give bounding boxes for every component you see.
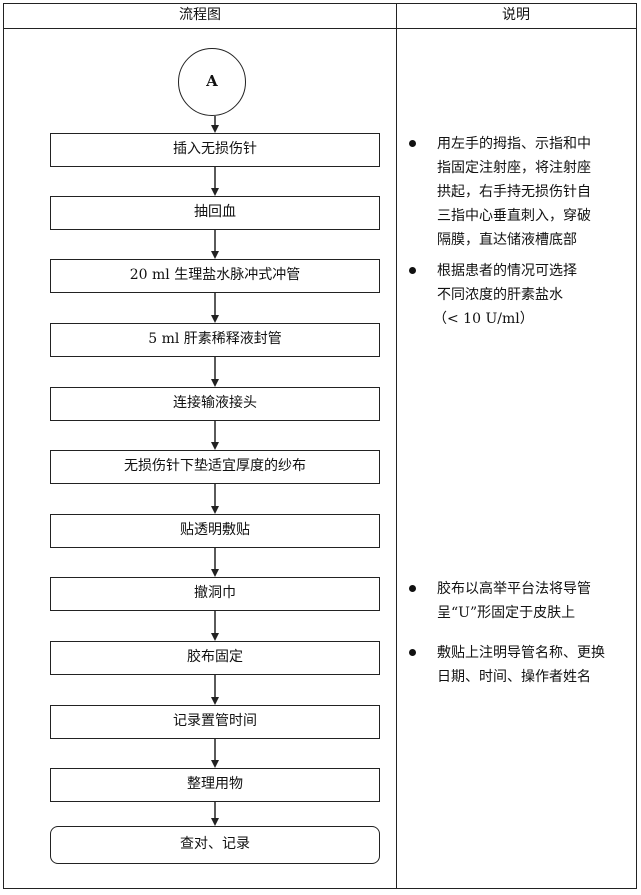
table-frame: 流程图 说明 A 插入无损伤针抽回血 20 ml 生理盐水脉冲式冲管 5 ml 肝素… [3,3,637,889]
flow-arrow [211,739,219,768]
note-line: （< 10 U/ml） [433,311,534,327]
flowchart-column-header: 流程图 [179,7,221,23]
bullet-icon [409,585,416,592]
bullet-icon [409,267,416,274]
flow-step-box: 整理用物 [50,768,380,802]
note-line: 日期、时间、操作者姓名 [437,669,591,685]
flow-arrow [211,548,219,577]
flow-arrow [211,802,219,826]
flow-step-box: 抽回血 [50,196,380,230]
note-line: 三指中心垂直刺入，穿破 [437,208,591,224]
arrow-head [211,569,219,577]
flow-step-label: 胶布固定 [187,649,243,665]
flow-step-box: 记录置管时间 [50,705,380,739]
flow-arrow [211,167,219,196]
table-header-row: 流程图 说明 [4,4,636,29]
arrow-head [211,188,219,196]
note-line: 隔膜，直达储液槽底部 [437,232,577,248]
flow-step-label: 无损伤针下垫适宜厚度的纱布 [124,458,306,474]
note-text: 胶布以高举平台法将导管呈“U”形固定于皮肤上 [437,577,634,625]
flow-step-box: 5 ml 肝素稀释液封管 [50,323,380,357]
arrow-head [211,315,219,323]
arrow-head [211,125,219,133]
flow-step-box: 胶布固定 [50,641,380,675]
flow-step-label: 撤洞巾 [194,585,236,601]
note-item: 敷贴上注明导管名称、更换日期、时间、操作者姓名 [409,641,634,689]
flow-arrow [211,293,219,323]
note-text: 用左手的拇指、示指和中指固定注射座，将注射座拱起，右手持无损伤针自三指中心垂直刺… [437,132,634,252]
note-line: 敷贴上注明导管名称、更换 [437,645,605,661]
note-text: 敷贴上注明导管名称、更换日期、时间、操作者姓名 [437,641,634,689]
arrow-head [211,697,219,705]
note-line: 用左手的拇指、示指和中 [437,136,591,152]
flow-step-label: 查对、记录 [180,836,250,852]
flow-arrow [211,611,219,641]
arrow-head [211,442,219,450]
flow-arrow [211,116,219,133]
start-connector-node: A [178,48,246,116]
flow-step-label: 20 ml 生理盐水脉冲式冲管 [129,267,301,283]
arrow-head [211,818,219,826]
flow-step-box: 撤洞巾 [50,577,380,611]
flow-arrow [211,675,219,705]
flow-arrow [211,484,219,514]
flow-step-label: 插入无损伤针 [173,141,257,157]
arrow-head [211,633,219,641]
bullet-icon [409,140,416,147]
flow-step-label: 贴透明敷贴 [180,522,250,538]
note-text: 根据患者的情况可选择不同浓度的肝素盐水 （< 10 U/ml） [433,259,634,331]
flow-step-box: 无损伤针下垫适宜厚度的纱布 [50,450,380,484]
arrow-head [211,760,219,768]
column-divider [396,4,397,888]
flow-step-box: 查对、记录 [50,826,380,864]
flow-connectors [211,116,219,826]
note-line: 拱起，右手持无损伤针自 [437,184,591,200]
flow-step-label: 连接输液接头 [173,395,257,411]
flow-step-box: 贴透明敷贴 [50,514,380,548]
note-item: 胶布以高举平台法将导管呈“U”形固定于皮肤上 [409,577,634,625]
arrow-head [211,379,219,387]
note-line: 呈“U”形固定于皮肤上 [437,605,576,621]
flow-step-label: 5 ml 肝素稀释液封管 [148,331,282,347]
note-line: 不同浓度的肝素盐水 [437,287,563,303]
note-item: 根据患者的情况可选择不同浓度的肝素盐水 （< 10 U/ml） [409,259,634,331]
flow-step-label: 记录置管时间 [173,713,257,729]
flow-step-box: 20 ml 生理盐水脉冲式冲管 [50,259,380,293]
arrow-head [211,506,219,514]
arrow-head [211,251,219,259]
notes-column-header: 说明 [502,7,530,23]
flow-arrow [211,357,219,387]
note-line: 根据患者的情况可选择 [437,263,577,279]
note-line: 胶布以高举平台法将导管 [437,581,591,597]
flow-step-box: 插入无损伤针 [50,133,380,167]
flow-arrow [211,230,219,259]
start-node-label: A [206,72,218,90]
note-line: 指固定注射座，将注射座 [437,160,591,176]
flow-step-label: 抽回血 [194,204,236,220]
flow-step-label: 整理用物 [187,776,243,792]
flow-arrow [211,421,219,450]
bullet-icon [409,649,416,656]
note-item: 用左手的拇指、示指和中指固定注射座，将注射座拱起，右手持无损伤针自三指中心垂直刺… [409,132,634,252]
flow-step-box: 连接输液接头 [50,387,380,421]
